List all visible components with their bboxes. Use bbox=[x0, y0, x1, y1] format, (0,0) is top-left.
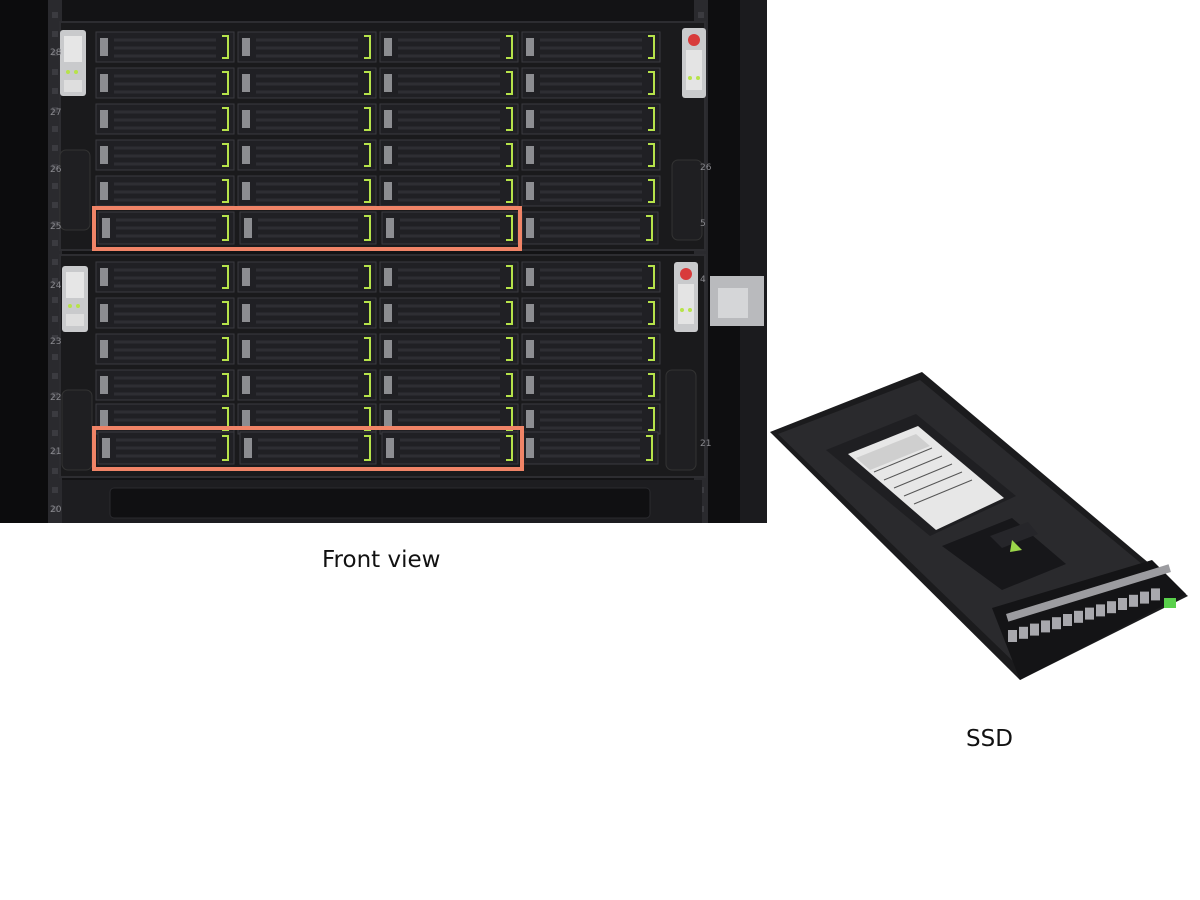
drive-bay bbox=[95, 369, 235, 401]
drive-bay bbox=[381, 211, 519, 245]
unit-label-right: 4 bbox=[700, 275, 706, 285]
drive-bay bbox=[381, 431, 519, 465]
drive-bay bbox=[521, 139, 661, 171]
unit-label-left: 23 bbox=[50, 337, 61, 347]
drive-bay bbox=[95, 261, 235, 293]
drive-bay bbox=[237, 139, 377, 171]
drive-bay bbox=[379, 31, 519, 63]
unit-label-right: 5 bbox=[700, 219, 706, 229]
right-ear-bottom bbox=[674, 262, 698, 332]
power-button-icon bbox=[688, 34, 700, 46]
drive-bay bbox=[379, 369, 519, 401]
drive-bay bbox=[521, 103, 661, 135]
ssd-caption: SSD bbox=[966, 726, 1013, 752]
drive-bay bbox=[95, 333, 235, 365]
drive-bay bbox=[521, 333, 661, 365]
drive-bay bbox=[95, 103, 235, 135]
unit-label-left: 25 bbox=[50, 222, 61, 232]
drive-bay bbox=[239, 211, 377, 245]
drive-bay bbox=[379, 333, 519, 365]
left-ear-bottom bbox=[62, 266, 88, 332]
drive-bay bbox=[521, 211, 659, 245]
unit-label-right: 26 bbox=[700, 163, 712, 173]
drive-bay bbox=[237, 261, 377, 293]
unit-label-left: 27 bbox=[50, 108, 61, 118]
drive-bay bbox=[97, 431, 235, 465]
drive-bay bbox=[95, 175, 235, 207]
unit-label-left: 26 bbox=[50, 165, 62, 175]
unit-label-right: 21 bbox=[700, 439, 711, 449]
highlight-box-bottom bbox=[92, 426, 524, 471]
front-view-caption: Front view bbox=[322, 547, 441, 573]
drive-bay bbox=[237, 333, 377, 365]
ssd-drive-icon bbox=[770, 372, 1188, 680]
drive-bay bbox=[237, 175, 377, 207]
drive-bay bbox=[237, 31, 377, 63]
drive-bay bbox=[521, 31, 661, 63]
drive-bay bbox=[521, 403, 661, 435]
rack-illustration: 28 27 26 25 24 23 22 21 20 26 5 4 21 bbox=[0, 0, 767, 523]
drive-bay bbox=[379, 67, 519, 99]
drive-bay bbox=[237, 369, 377, 401]
drive-bay bbox=[95, 297, 235, 329]
drive-bay bbox=[379, 103, 519, 135]
highlight-box-top bbox=[92, 206, 522, 251]
unit-label-left: 22 bbox=[50, 393, 61, 403]
drive-bay bbox=[95, 31, 235, 63]
drive-bay bbox=[379, 261, 519, 293]
drive-bay bbox=[239, 431, 377, 465]
drive-bay bbox=[97, 211, 235, 245]
drive-bay bbox=[237, 103, 377, 135]
drive-bay bbox=[95, 67, 235, 99]
right-ear-top bbox=[682, 28, 706, 98]
drive-bay bbox=[379, 175, 519, 207]
drive-bay bbox=[521, 261, 661, 293]
ssd-photo bbox=[766, 368, 1200, 688]
unit-label-left: 28 bbox=[50, 48, 62, 58]
drive-bay bbox=[521, 175, 661, 207]
front-view-photo: 28 27 26 25 24 23 22 21 20 26 5 4 21 bbox=[0, 0, 767, 523]
drive-bay bbox=[521, 369, 661, 401]
unit-label-left: 21 bbox=[50, 447, 61, 457]
left-ear-top bbox=[60, 30, 86, 96]
drive-bay bbox=[521, 297, 661, 329]
unit-label-left: 24 bbox=[50, 281, 62, 291]
unit-label-left: 20 bbox=[50, 505, 62, 515]
drive-bays bbox=[95, 31, 661, 465]
drive-bay bbox=[521, 431, 659, 465]
drive-bay bbox=[379, 139, 519, 171]
drive-bay bbox=[237, 297, 377, 329]
drive-bay bbox=[521, 67, 661, 99]
power-button-icon bbox=[680, 268, 692, 280]
drive-bay bbox=[237, 67, 377, 99]
drive-bay bbox=[95, 139, 235, 171]
drive-bay bbox=[379, 297, 519, 329]
